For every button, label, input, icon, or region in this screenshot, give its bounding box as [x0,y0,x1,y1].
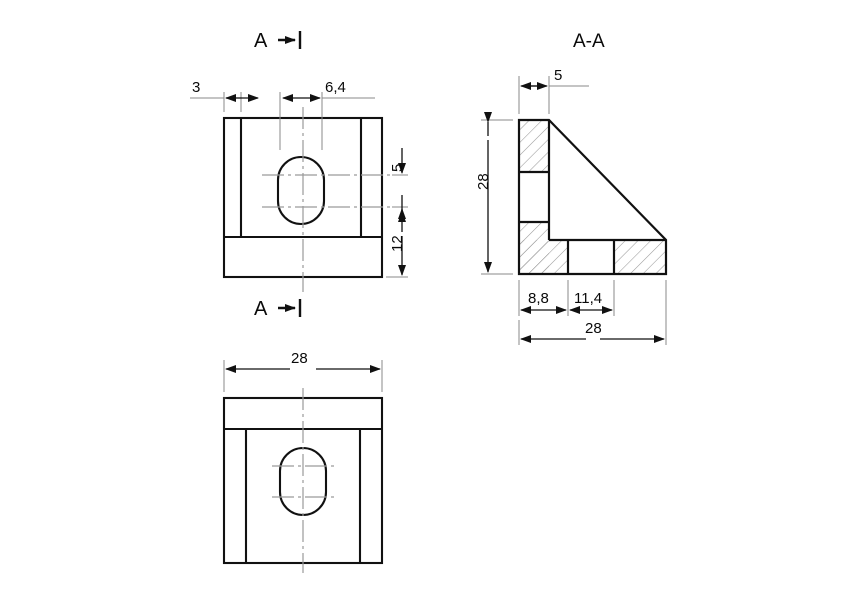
front-dim-64: 6,4 [279,79,375,150]
section-hatch-vertical-top [519,120,549,172]
section-view-title: A-A [573,31,605,52]
front-dim-3: 3 [190,79,259,112]
section-dim-114-label: 11,4 [574,290,602,307]
section-dim-5-label: 5 [554,67,562,84]
front-dim-12-label: 12 [389,235,406,252]
section-dim-114: 11,4 [569,280,615,316]
front-dim-64-label: 6,4 [325,79,346,96]
front-slot-oblong [276,155,326,226]
bottom-dim-28: 28 [223,350,383,392]
section-marker-top: A [254,30,302,52]
section-dim-28-vertical: 28 [475,112,513,275]
section-hatch-horizontal-right [614,240,666,274]
section-dim-88-label: 8,8 [528,290,549,307]
front-dim-3-label: 3 [192,79,200,96]
section-outline [517,118,668,276]
section-dim-28h-label: 28 [585,320,602,337]
front-dim-5: 5 [389,148,408,232]
section-dim-88: 8,8 [518,280,569,316]
section-marker-bottom: A [254,298,302,320]
front-view: A A 3 [190,30,408,320]
section-marker-top-label: A [254,30,268,52]
front-dim-5-label: 5 [389,164,406,172]
section-dim-28v-label: 28 [475,173,492,190]
section-view: A-A 5 [475,31,668,345]
section-dim-28-horizontal: 28 [518,280,667,345]
section-marker-bottom-label: A [254,298,268,320]
bottom-view: 28 [222,350,384,573]
section-hatch-horizontal-left [519,240,568,274]
bottom-dim-28-label: 28 [291,350,308,367]
front-dim-12: 12 [386,195,408,278]
section-dim-5: 5 [518,67,589,114]
